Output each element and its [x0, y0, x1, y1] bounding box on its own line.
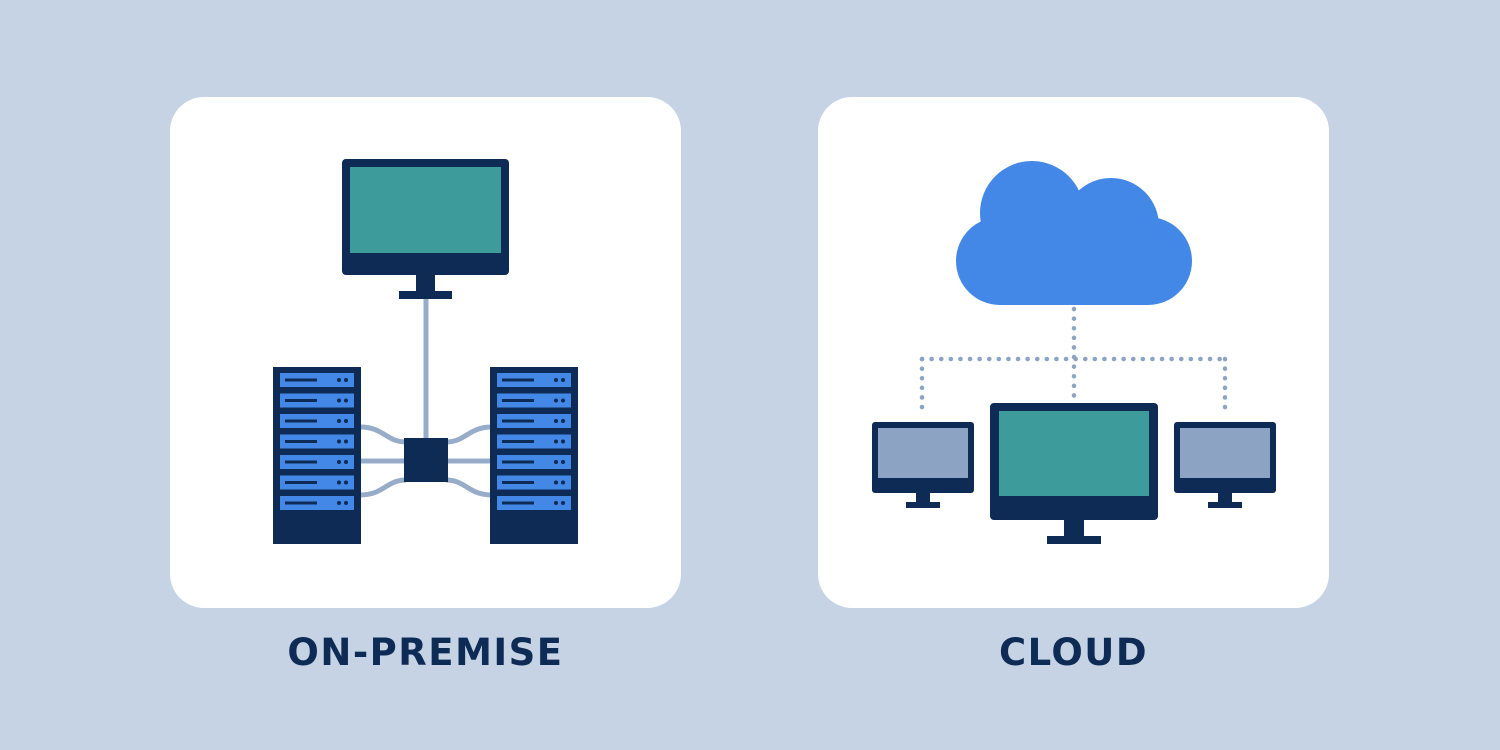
server-unit — [280, 475, 354, 490]
server-unit — [280, 434, 354, 449]
server-unit — [280, 373, 354, 387]
server-unit — [497, 496, 571, 510]
server-rack-right-icon — [490, 367, 578, 544]
cloud-network-icon — [872, 161, 1276, 544]
server-unit — [497, 373, 571, 387]
small-monitor-left-icon — [872, 422, 974, 508]
large-monitor-center-icon — [990, 403, 1158, 544]
dotted-connectors — [919, 306, 1228, 415]
on-premise-servers-icon — [273, 159, 578, 544]
server-rack-left-icon — [273, 367, 361, 544]
server-unit — [497, 393, 571, 408]
cloud-icon — [956, 161, 1192, 305]
on-premise-label: ON-PREMISE — [287, 631, 564, 674]
network-switch-icon — [404, 438, 448, 482]
server-unit — [280, 496, 354, 510]
server-unit — [280, 414, 354, 428]
on-premise-card — [170, 97, 681, 608]
server-cables — [359, 424, 493, 498]
server-unit — [497, 414, 571, 428]
server-unit — [497, 455, 571, 469]
small-monitor-right-icon — [1174, 422, 1276, 508]
server-unit — [497, 475, 571, 490]
cloud-label: CLOUD — [998, 631, 1149, 674]
server-unit — [280, 393, 354, 408]
server-unit — [497, 434, 571, 449]
server-unit — [280, 455, 354, 469]
desktop-monitor-icon — [342, 159, 509, 299]
cloud-card — [818, 97, 1329, 608]
